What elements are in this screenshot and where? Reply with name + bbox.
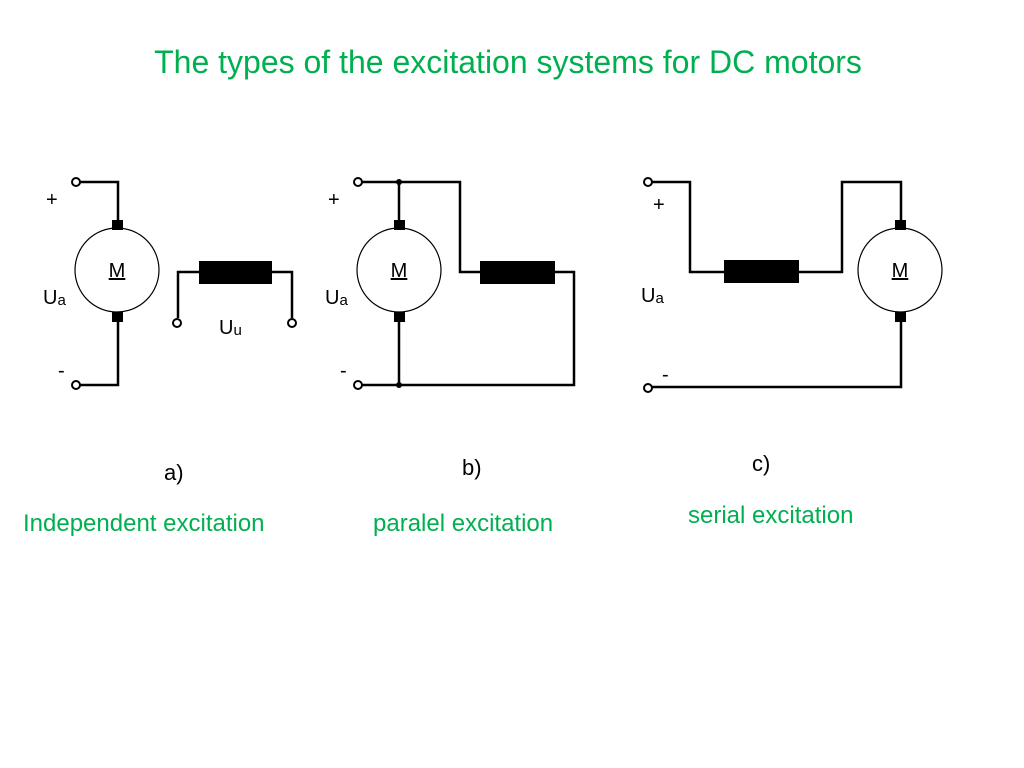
diagram-c-serial: M + - Ua: [641, 177, 943, 393]
field-winding-c: [724, 260, 799, 283]
wire-a-minus: [80, 320, 120, 387]
terminal-c-minus: [643, 383, 653, 393]
voltage-c-armature: Ua: [641, 285, 664, 307]
wire-a-field-left: [176, 270, 200, 318]
motor-b-label: M: [391, 260, 408, 282]
voltage-a-field: Uu: [219, 317, 242, 339]
junction-b-top: [396, 179, 402, 185]
wire-c-minus: [652, 320, 903, 389]
wire-a-plus: [80, 180, 120, 220]
diagram-a-independent: M + - Ua Uu: [43, 177, 297, 390]
diagram-a-caption: Independent excitation: [23, 510, 265, 537]
field-winding-b: [480, 261, 555, 284]
terminal-a-field-right: [287, 318, 297, 328]
diagram-c-letter: c): [752, 451, 771, 476]
plus-a: +: [46, 189, 58, 211]
wire-c-plus: [652, 180, 726, 274]
plus-c: +: [653, 194, 665, 216]
terminal-a-plus: [71, 177, 81, 187]
terminal-a-field-left: [172, 318, 182, 328]
wire-b-minus: [362, 270, 576, 387]
motor-a-label: M: [109, 260, 126, 282]
brush-b-bottom: [394, 312, 405, 322]
terminal-b-minus: [353, 380, 363, 390]
terminal-a-minus: [71, 380, 81, 390]
brush-a-top: [112, 220, 123, 230]
page-title: The types of the excitation systems for …: [154, 44, 862, 80]
voltage-a-armature: Ua: [43, 287, 66, 309]
diagram-c-caption: serial excitation: [688, 502, 854, 529]
motor-c-label: M: [892, 260, 909, 282]
brush-b-top: [394, 220, 405, 230]
wire-c-series: [796, 180, 903, 274]
wire-a-field-right: [270, 270, 294, 318]
brush-a-bottom: [112, 312, 123, 322]
field-winding-a: [199, 261, 272, 284]
junction-b-bottom: [396, 382, 402, 388]
plus-b: +: [328, 189, 340, 211]
brush-c-bottom: [895, 312, 906, 322]
minus-a: -: [58, 360, 65, 382]
diagram-a-letter: a): [164, 460, 184, 485]
terminal-c-plus: [643, 177, 653, 187]
minus-b: -: [340, 360, 347, 382]
minus-c: -: [662, 364, 669, 386]
diagram-b-letter: b): [462, 455, 482, 480]
wire-b-plus: [362, 180, 482, 274]
diagram-b-caption: paralel excitation: [373, 510, 554, 537]
voltage-b-armature: Ua: [325, 287, 348, 309]
terminal-b-plus: [353, 177, 363, 187]
diagram-b-parallel: M + - Ua: [325, 177, 576, 390]
brush-c-top: [895, 220, 906, 230]
